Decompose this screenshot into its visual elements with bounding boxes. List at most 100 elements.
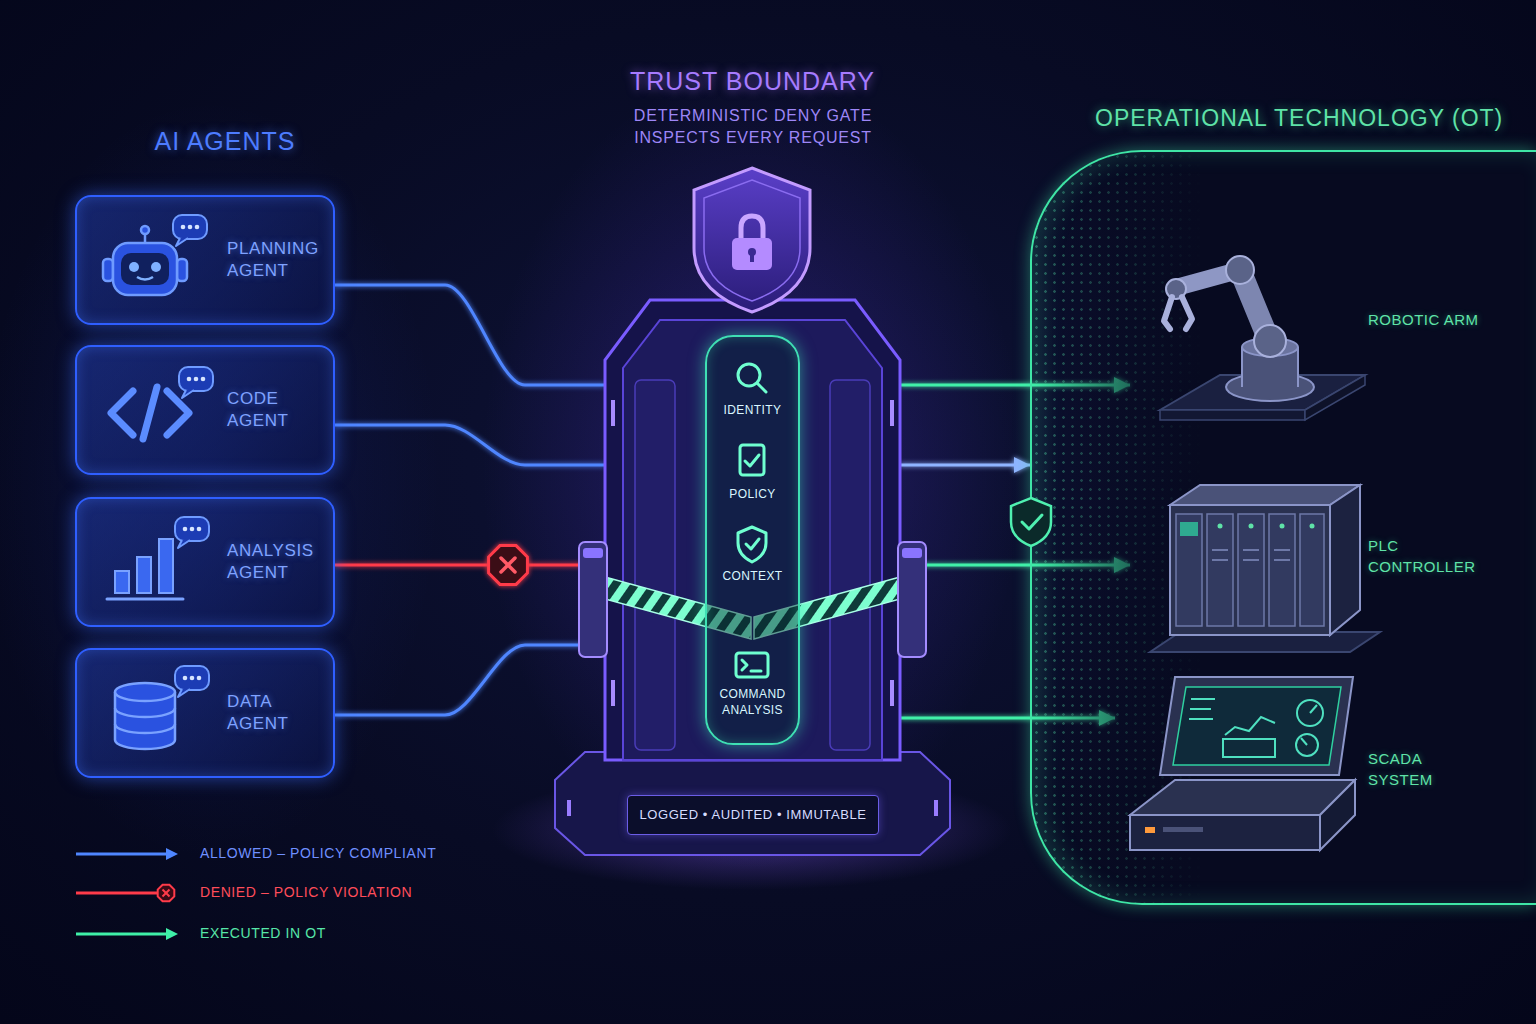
scada-device: SCADA SYSTEM [1115, 665, 1485, 865]
path-shape [115, 708, 175, 717]
polygon-shape [1305, 375, 1365, 420]
device-label: PLC CONTROLLER [1368, 535, 1476, 577]
agent-box: ANALYSIS AGENT [75, 497, 335, 627]
rect-shape [890, 400, 894, 426]
agent-box-art [77, 347, 333, 473]
agent-box-art [77, 499, 333, 625]
circle-shape [201, 377, 206, 382]
circle-shape [195, 225, 200, 230]
legend-text: EXECUTED IN OT [200, 925, 326, 943]
gate-subtitle: DETERMINISTIC DENY GATE INSPECTS EVERY R… [617, 105, 889, 150]
legend-row: EXECUTED IN OT [72, 924, 472, 944]
line-shape [76, 892, 158, 895]
circle-shape [197, 676, 202, 681]
line-shape [757, 383, 766, 392]
rect-shape [1238, 514, 1264, 626]
path-shape [1182, 297, 1192, 329]
rect-shape [1170, 505, 1330, 635]
rect-shape [902, 548, 922, 558]
polygon-shape [555, 752, 950, 855]
circle-shape [151, 262, 161, 272]
path-shape [176, 238, 188, 246]
circle-shape [141, 226, 149, 234]
circle-shape [190, 527, 195, 532]
audit-text: LOGGED • AUDITED • IMMUTABLE [628, 807, 878, 823]
rect-shape [1163, 827, 1203, 832]
g-shape [1212, 550, 1290, 560]
connector [335, 285, 605, 385]
line-shape [1297, 347, 1299, 387]
path-shape [605, 300, 900, 760]
path-shape [1011, 498, 1051, 546]
legend-sample [72, 844, 184, 864]
circle-shape [188, 225, 193, 230]
circle-shape [1254, 325, 1286, 357]
legend-row: DENIED – POLICY VIOLATION [72, 883, 472, 903]
line-shape [1212, 559, 1228, 561]
line-shape [163, 890, 170, 897]
path-shape [738, 527, 766, 562]
polygon-shape [1160, 677, 1353, 775]
rect-shape [115, 571, 129, 593]
path-shape [745, 455, 759, 466]
line-shape [1274, 549, 1290, 551]
line-shape [107, 598, 183, 601]
rect-shape [579, 542, 607, 657]
line-shape [1274, 559, 1290, 561]
check-label: POLICY [707, 487, 798, 503]
legend-text: DENIED – POLICY VIOLATION [200, 884, 412, 902]
circle-shape [1226, 256, 1254, 284]
rect-shape [1145, 827, 1155, 833]
rect-shape [159, 539, 173, 593]
device-label: SCADA SYSTEM [1368, 748, 1433, 790]
agent-name: ANALYSIS AGENT [227, 540, 314, 584]
rect-shape [890, 680, 894, 706]
rect-shape [1223, 739, 1275, 757]
rect-shape [898, 542, 926, 657]
rect-shape [635, 380, 675, 750]
rect-shape [1207, 514, 1233, 626]
agent-name: DATA AGENT [227, 691, 289, 735]
rect-shape [175, 666, 209, 690]
path-shape [115, 724, 175, 733]
rect-shape [103, 259, 113, 281]
polygon-shape [1130, 780, 1355, 815]
deny-symbol [489, 546, 528, 585]
agent-name: PLANNING AGENT [227, 238, 319, 282]
circle-shape [1249, 524, 1254, 529]
line-shape [1310, 705, 1317, 713]
g-shape [1189, 699, 1323, 757]
line-shape [1191, 698, 1215, 700]
path-shape [182, 390, 194, 398]
rect-shape [1176, 514, 1202, 626]
trust-gate: TRUST BOUNDARYDETERMINISTIC DENY GATE IN… [605, 160, 900, 780]
circle-shape [183, 676, 188, 681]
line-shape [501, 558, 515, 572]
polygon-shape [1320, 780, 1355, 850]
path-shape [742, 660, 747, 670]
path-shape [166, 848, 178, 860]
g-shape [1176, 514, 1324, 626]
agent-box: DATA AGENT [75, 648, 335, 778]
circle-shape [197, 527, 202, 532]
agents-glow [0, 100, 440, 860]
path-shape [111, 391, 133, 435]
path-shape [1164, 297, 1172, 329]
circle-shape [1296, 734, 1318, 756]
circle-shape [1310, 524, 1315, 529]
line-shape [1243, 559, 1259, 561]
polygon-shape [158, 885, 175, 902]
legend-text: ALLOWED – POLICY COMPLIANT [200, 845, 436, 863]
circle-shape [129, 262, 139, 272]
circle-shape [181, 225, 186, 230]
device-label: ROBOTIC ARM [1368, 309, 1479, 330]
scada-device-art [1115, 665, 1485, 865]
path-shape [746, 539, 759, 549]
line-shape [1241, 347, 1243, 387]
rect-shape [830, 380, 870, 750]
audit-plaque: LOGGED • AUDITED • IMMUTABLE [627, 795, 879, 835]
ot-heading: OPERATIONAL TECHNOLOGY (OT) [1095, 104, 1503, 133]
path-shape [1022, 515, 1042, 529]
rect-shape [611, 400, 615, 426]
